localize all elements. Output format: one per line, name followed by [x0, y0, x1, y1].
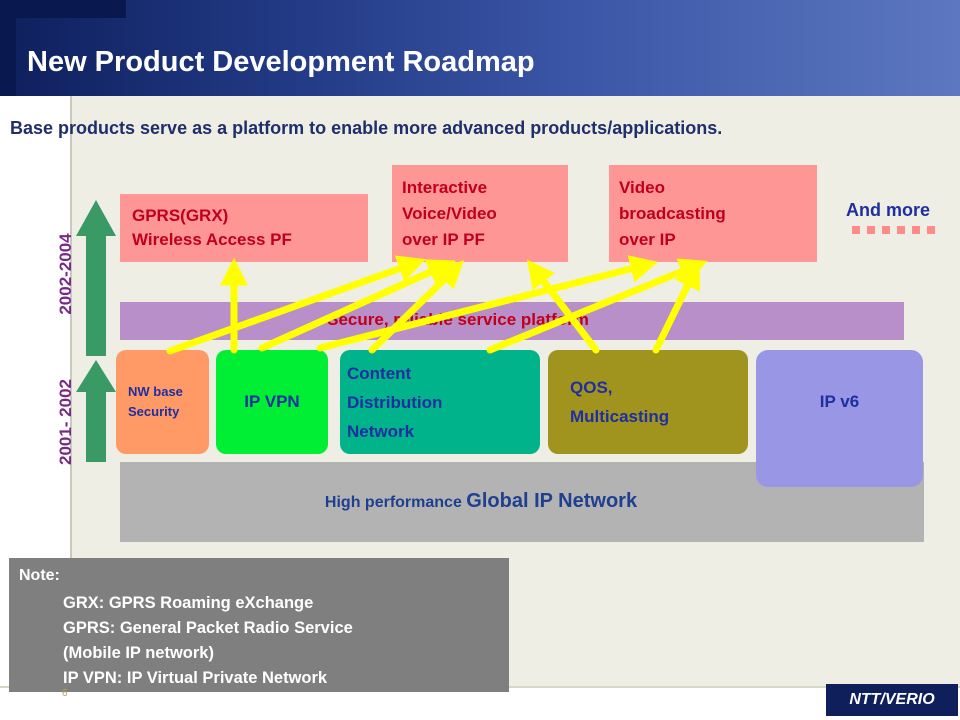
- nw-base-security-box: NW base Security: [116, 350, 209, 454]
- box-line: Security: [128, 404, 180, 419]
- box-line: Network: [347, 421, 415, 441]
- header-banner: [0, 0, 960, 96]
- box-line: NW base: [128, 384, 183, 399]
- timeline-label-2001-2002: 2001- 2002: [56, 378, 75, 466]
- box-line: IP v6: [819, 392, 860, 411]
- logo-text: NTT/VERIO: [849, 691, 935, 708]
- note-box: Note: GRX: GPRS Roaming eXchange GPRS: G…: [9, 558, 509, 692]
- box-line: IP VPN: [244, 392, 300, 411]
- qos-multicasting-box: QOS, Multicasting: [548, 350, 748, 454]
- box-line: Video: [619, 177, 665, 197]
- box-line: Distribution: [347, 392, 443, 412]
- box-line: QOS,: [570, 378, 613, 397]
- interactive-voice-video-box: Interactive Voice/Video over IP PF: [392, 165, 568, 262]
- slide-subtitle: Base products serve as a platform to ena…: [10, 118, 723, 138]
- box-line: Wireless Access PF: [132, 230, 292, 249]
- and-more-dotted-line: [852, 226, 942, 234]
- timeline-label-2002-2004: 2002-2004: [56, 233, 75, 315]
- box-line: Interactive: [402, 177, 488, 197]
- slide-title: New Product Development Roadmap: [27, 46, 535, 78]
- network-label-main: Global IP Network: [466, 490, 638, 512]
- content-distribution-network-box: Content Distribution Network: [340, 350, 540, 454]
- service-platform-label: Secure, reliable service platform: [327, 310, 589, 329]
- note-line: (Mobile IP network): [63, 644, 214, 662]
- network-label-prefix: High performance: [324, 494, 462, 511]
- video-broadcasting-box: Video broadcasting over IP: [609, 165, 817, 262]
- note-line: GRX: GPRS Roaming eXchange: [63, 594, 314, 612]
- box-line: over IP PF: [402, 229, 485, 249]
- ntt-verio-logo: NTT/VERIO: [826, 684, 958, 716]
- gprs-wireless-access-box: GPRS(GRX) Wireless Access PF: [120, 194, 368, 262]
- box-line: GPRS(GRX): [132, 206, 229, 225]
- header-side-block: [0, 18, 16, 96]
- box-line: Content: [347, 363, 412, 383]
- ip-vpn-box: IP VPN: [216, 350, 328, 454]
- note-line: IP VPN: IP Virtual Private Network: [63, 669, 328, 687]
- left-divider: [70, 96, 72, 686]
- note-title: Note:: [19, 567, 60, 584]
- box-line: Multicasting: [570, 407, 670, 426]
- and-more-label: And more: [846, 200, 931, 220]
- note-line: GPRS: General Packet Radio Service: [63, 619, 353, 637]
- global-ip-network-label: High performance Global IP Network: [120, 490, 842, 513]
- page-number: 6: [62, 688, 68, 699]
- ipv6-box: IP v6: [756, 350, 923, 487]
- box-line: over IP: [619, 229, 676, 249]
- header-corner-block: [0, 0, 126, 18]
- box-line: Voice/Video: [402, 203, 497, 223]
- box-line: broadcasting: [619, 203, 726, 223]
